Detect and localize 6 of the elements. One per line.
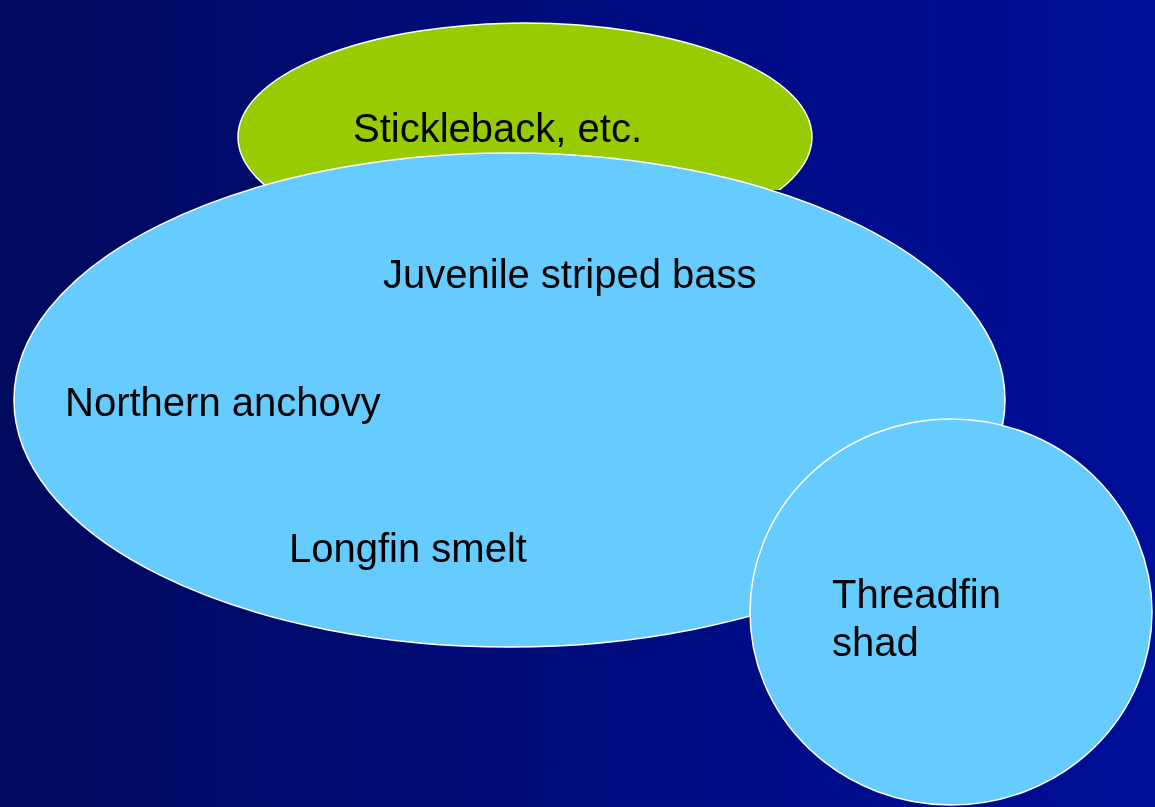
- species-label: Stickleback, etc.: [353, 105, 642, 152]
- species-label: Longfin smelt: [289, 525, 527, 572]
- venn-ellipse: [749, 418, 1153, 806]
- species-label: Juvenile striped bass: [383, 251, 757, 298]
- species-label: Northern anchovy: [65, 379, 381, 426]
- species-label: Threadfin shad: [832, 571, 1002, 666]
